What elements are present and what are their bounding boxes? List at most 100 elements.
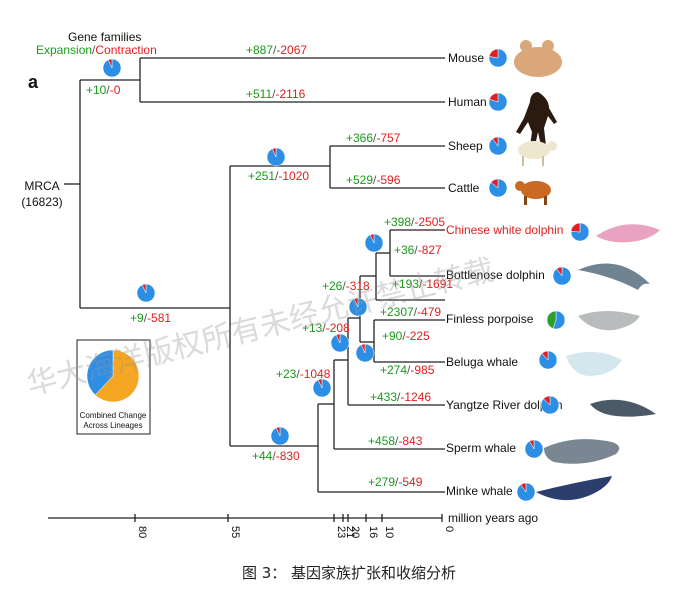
pie-slice xyxy=(86,349,114,396)
mouse-ear xyxy=(520,40,532,52)
gene-change-bovidae: +251/-1020 xyxy=(248,169,309,183)
gene-change-human: +511/-2116 xyxy=(246,87,306,101)
pie-slice xyxy=(360,343,366,354)
axis-tick-label: 20 xyxy=(349,526,361,538)
sheep-icon xyxy=(518,141,550,159)
sheep-head xyxy=(547,141,557,151)
axis-tick-label: 55 xyxy=(229,526,241,538)
pie-slice xyxy=(529,439,535,450)
species-label-bottlenose: Bottlenose dolphin xyxy=(446,268,545,282)
gene-change-sheep: +366/-757 xyxy=(346,131,401,145)
beluga-whale-icon xyxy=(566,351,622,376)
gene-change-finless: +2307/-479 xyxy=(380,305,441,319)
pie-slice xyxy=(488,48,499,59)
root-label: MRCA xyxy=(24,179,59,193)
node-pie-icon-delphinida xyxy=(330,333,350,353)
tip-pie-icon-mouse xyxy=(488,48,508,68)
axis-tick-label: 23 xyxy=(335,526,347,538)
mouse-ear xyxy=(542,40,554,52)
node-pie-icon-laurasiatheria xyxy=(136,283,156,303)
node-pie-icon-euarchontoglires xyxy=(102,58,122,78)
node-pie-icon-odontoceti xyxy=(312,378,332,398)
axis-tick-label: 16 xyxy=(367,526,379,538)
cattle-icon xyxy=(521,181,551,199)
node-pie-icon-dp-bf-cwd xyxy=(364,233,384,253)
pie-slice xyxy=(556,266,563,277)
node-pie-icon-fb xyxy=(355,343,375,363)
bottlenose-dolphin-icon xyxy=(578,263,650,290)
pie-slice xyxy=(543,395,551,406)
pie-slice xyxy=(492,136,499,147)
finless-porpoise-icon xyxy=(578,311,640,331)
sheep-leg xyxy=(542,156,544,166)
gene-change-mouse: +887/-2067 xyxy=(246,43,307,57)
tip-pie-icon-beluga xyxy=(538,350,558,370)
pie-slice xyxy=(275,426,281,437)
pie-slice xyxy=(489,92,499,103)
pie-slice xyxy=(141,283,147,294)
axis-tick-label: 80 xyxy=(136,526,148,538)
tip-pie-icon-bottlenose xyxy=(552,266,572,286)
gene-change-minke: +279/-549 xyxy=(368,475,423,489)
cattle-leg xyxy=(544,196,547,205)
pie-slice xyxy=(541,350,549,361)
pie-slice xyxy=(540,395,560,415)
species-label-yangtze: Yangtze River dolphin xyxy=(446,398,563,412)
pie-slice xyxy=(317,378,323,389)
panel-label: a xyxy=(28,72,39,92)
pie-slice xyxy=(335,333,341,344)
pie-slice xyxy=(520,482,527,493)
legend-expansion-contraction: Expansion/Contraction xyxy=(36,43,157,57)
gene-change-delphinida: +13/-208 xyxy=(302,321,350,335)
node-pie-icon-cetacea xyxy=(270,426,290,446)
sheep-leg xyxy=(522,156,524,166)
sperm-whale-icon xyxy=(544,439,620,464)
axis-tick-label: 0 xyxy=(443,526,455,532)
gene-change-cwd: +398/-2505 xyxy=(384,215,445,229)
gene-change-bottlenose: +36/-827 xyxy=(394,243,442,257)
tip-pie-icon-yangtze xyxy=(540,395,560,415)
figure-caption: 图 3： 基因家族扩张和收缩分析 xyxy=(241,564,457,582)
pie-slice xyxy=(94,349,140,403)
species-label-sheep: Sheep xyxy=(448,139,483,153)
pie-slice xyxy=(271,147,277,158)
species-label-sperm: Sperm whale xyxy=(446,441,516,455)
gene-change-cattle: +529/-596 xyxy=(346,173,401,187)
combined-change-pie-icon xyxy=(86,349,140,403)
species-label-cwd: Chinese white dolphin xyxy=(446,223,563,237)
chinese-white-dolphin-icon xyxy=(596,224,660,243)
pie-slice xyxy=(353,297,359,308)
species-label-mouse: Mouse xyxy=(448,51,484,65)
mouse-icon xyxy=(514,47,562,77)
species-label-human: Human xyxy=(448,95,487,109)
pie-slice xyxy=(524,439,544,459)
axis-tick-label: 10 xyxy=(383,526,395,538)
gene-change-cetacea: +44/-830 xyxy=(252,449,300,463)
gene-change-fb: +90/-225 xyxy=(382,329,430,343)
gene-change-laurasiatheria: +9/-581 xyxy=(130,311,171,325)
species-label-cattle: Cattle xyxy=(448,181,480,195)
tip-pie-icon-cwd xyxy=(570,222,590,242)
node-pie-icon-bovidae xyxy=(266,147,286,167)
animal-images xyxy=(514,40,660,501)
legend-line1: Combined Change xyxy=(80,411,147,420)
tip-pie-icon-human xyxy=(488,92,508,112)
watermark: 华大海洋版权所有未经允许禁止转载 xyxy=(23,253,497,403)
gene-change-euarchontoglires: +10/-0 xyxy=(86,83,121,97)
legend-line2: Across Lineages xyxy=(83,421,142,430)
gene-change-dp-bf: +193/-1691 xyxy=(392,277,453,291)
legend-title: Gene families xyxy=(68,30,141,44)
axis-label: million years ago xyxy=(448,511,538,525)
human-icon xyxy=(516,92,557,146)
tip-pie-icon-sperm xyxy=(524,439,544,459)
axis-tick-label: 21 xyxy=(344,526,356,538)
gene-change-yangtze: +433/-1246 xyxy=(370,390,431,404)
species-label-finless: Finless porpoise xyxy=(446,312,534,326)
node-pie-icon-delphinoidea xyxy=(348,297,368,317)
cattle-leg xyxy=(524,196,527,205)
species-label-minke: Minke whale xyxy=(446,484,513,498)
pie-slice xyxy=(546,310,557,329)
pie-slice xyxy=(490,178,499,189)
gene-change-delphinoidea: +26/-318 xyxy=(322,279,370,293)
